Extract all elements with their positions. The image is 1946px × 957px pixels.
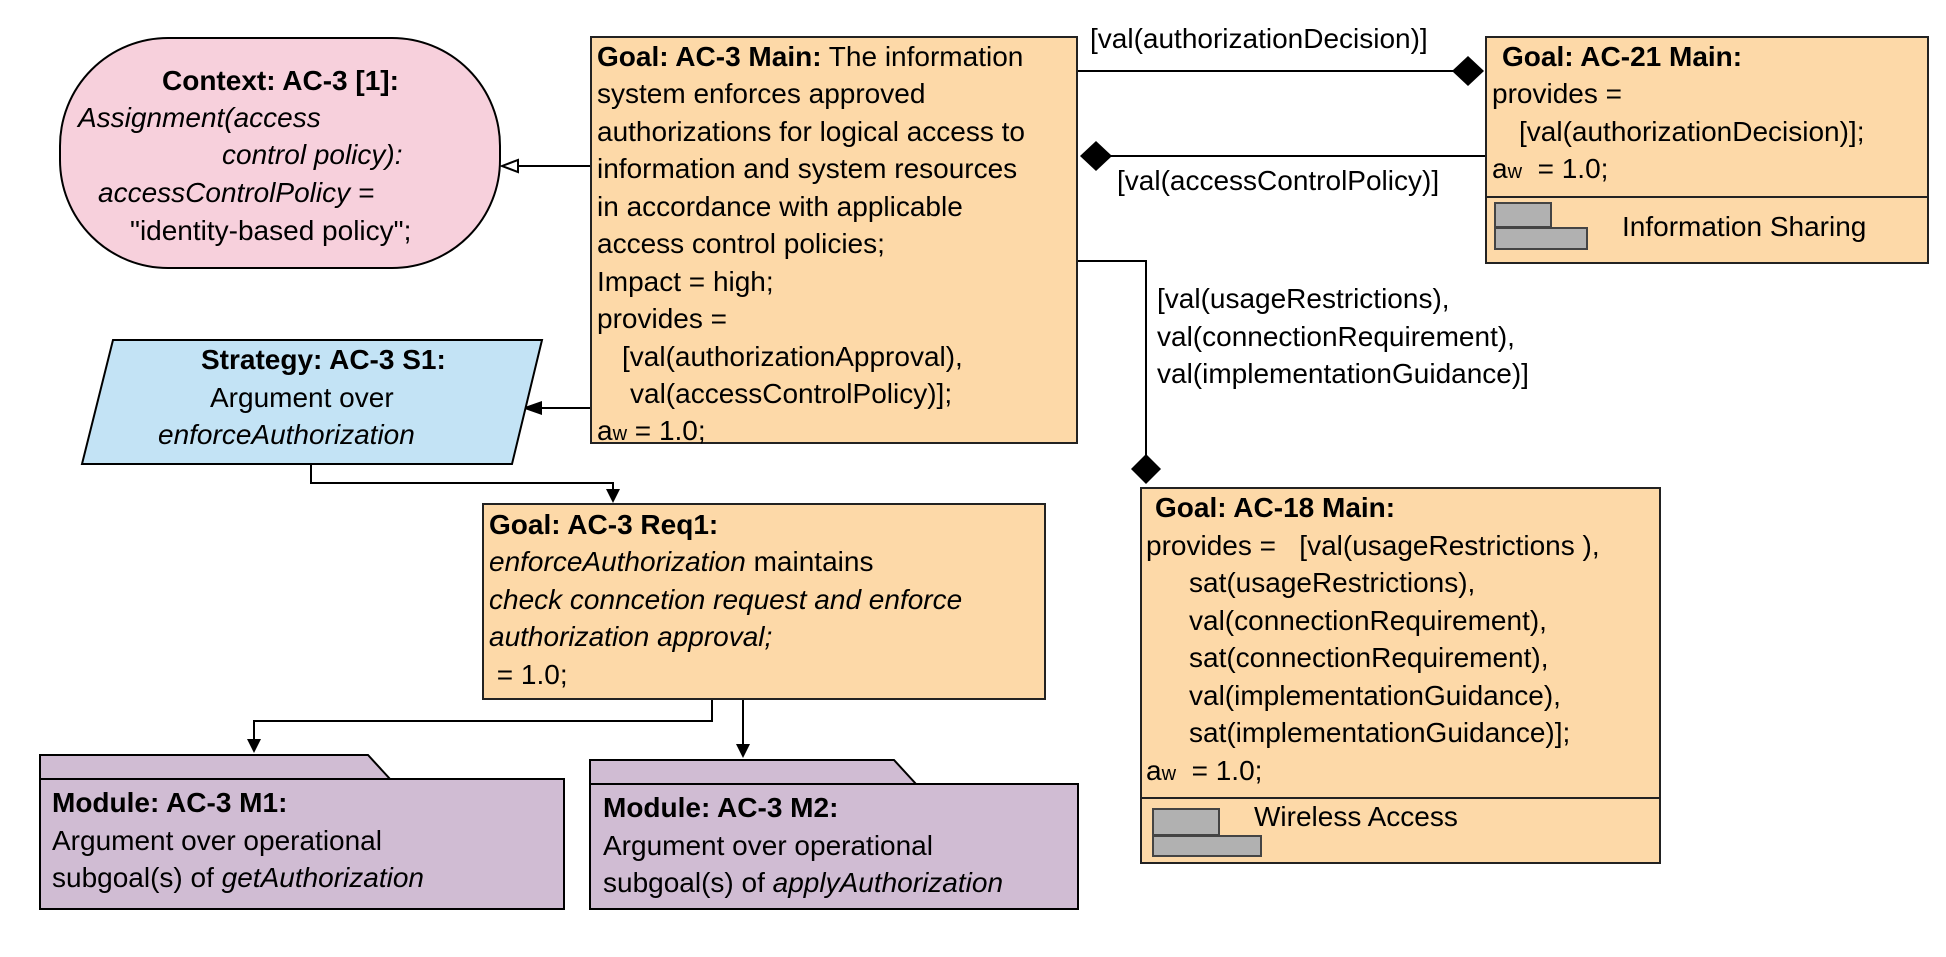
goal-ac18-module-label: Wireless Access (1254, 801, 1458, 832)
goal-ac3-main-line5: in accordance with applicable (597, 191, 963, 222)
goal-ac3-req1-box (482, 503, 1046, 700)
module-icon-body (1494, 227, 1588, 250)
aw-symbol: a (1492, 153, 1508, 184)
goal-ac18-main-box (1140, 487, 1661, 864)
goal-ac3-req1-title: Goal: AC-3 Req1: (489, 509, 719, 540)
goal-ac3-req1-italic: enforceAuthorization (489, 546, 746, 577)
aw-subscript: w (612, 423, 628, 445)
goal-ac3-main-line2: system enforces approved (597, 78, 926, 109)
context-ac3-line2: control policy): (222, 139, 403, 170)
edge-label-access-control-policy: [val(accessControlPolicy)] (1117, 165, 1440, 196)
module-ac3-m1-line3-italic: getAuthorization (221, 862, 424, 893)
module-ac3-m2-line3-italic: applyAuthorization (772, 867, 1004, 898)
goal-ac3-main-line8: provides = (597, 303, 727, 334)
goal-ac18-main-line3: sat(usageRestrictions), (1189, 567, 1476, 598)
module-ac3-m1-shape (39, 754, 565, 910)
goal-ac3-req1-line5: = 1.0; (489, 659, 568, 690)
goal-ac3-main-line7: Impact = high; (597, 266, 774, 297)
goal-ac3-main-title-rest: The information (821, 41, 1024, 72)
module-icon-body (1152, 835, 1262, 857)
goal-ac3-req1-line2: enforceAuthorization maintains (489, 543, 873, 581)
goal-ac3-main-line4: information and system resources (597, 153, 1018, 184)
context-ac3-line4: "identity-based policy"; (130, 215, 412, 246)
aw-value: = 1.0; (1176, 755, 1263, 786)
goal-ac3-main-line9: [val(authorizationApproval), (622, 341, 963, 372)
module-ac3-m1-line3-plain: subgoal(s) of (52, 862, 222, 893)
goal-ac21-main-line3: [val(authorizationDecision)]; (1519, 116, 1865, 147)
goal-ac18-main-line6: val(implementationGuidance), (1189, 680, 1561, 711)
edge-label-usage-line2: val(connectionRequirement), (1157, 321, 1515, 352)
edge-req1-to-m2 (736, 700, 750, 758)
goal-ac21-main-title: Goal: AC-21 Main: (1502, 41, 1743, 72)
goal-ac18-main-weight: aw = 1.0; (1146, 752, 1262, 794)
goal-ac3-req1-line4: authorization approval; (489, 621, 773, 652)
module-ac3-m2-title: Module: AC-3 M2: (603, 792, 839, 823)
edge-label-authorization-decision: [val(authorizationDecision)] (1090, 23, 1428, 54)
goal-ac3-req1-rest: maintains (745, 546, 874, 577)
goal-ac21-divider (1485, 196, 1929, 198)
module-ac3-m1-line2: Argument over operational (52, 825, 382, 856)
goal-ac21-main-weight: aw = 1.0; (1492, 150, 1608, 192)
goal-ac3-main-line10: val(accessControlPolicy)]; (630, 378, 953, 409)
goal-ac18-divider (1140, 797, 1661, 799)
goal-ac18-main-title: Goal: AC-18 Main: (1155, 492, 1396, 523)
strategy-ac3-s1-title: Strategy: AC-3 S1: (201, 344, 446, 375)
module-ac3-m1-line3: subgoal(s) of getAuthorization (52, 859, 424, 897)
goal-ac3-req1-line3: check conncetion request and enforce (489, 584, 963, 615)
context-ac3-line1: Assignment(access (78, 102, 321, 133)
goal-ac21-module-label: Information Sharing (1622, 211, 1867, 242)
goal-ac18-main-line2: provides = [val(usageRestrictions ), (1146, 530, 1600, 561)
goal-ac21-main-line2: provides = (1492, 78, 1622, 109)
edge-main-to-ac18 (1078, 260, 1161, 484)
goal-ac3-main-title: Goal: AC-3 Main: (597, 41, 822, 72)
aw-value: = 1.0; (1522, 153, 1609, 184)
module-ac3-m2-line3: subgoal(s) of applyAuthorization (603, 864, 1003, 902)
edge-label-usage-line3: val(implementationGuidance)] (1157, 358, 1529, 389)
aw-symbol: a (597, 415, 613, 446)
aw-symbol: a (1146, 755, 1162, 786)
strategy-ac3-s1-shape (80, 339, 544, 465)
edge-main-to-context (499, 158, 590, 174)
strategy-ac3-s1-line2: Argument over (210, 382, 394, 413)
module-icon-tab (1494, 202, 1552, 228)
goal-ac3-main-weight: aw = 1.0; (597, 412, 706, 454)
module-ac3-m2-shape (589, 759, 1079, 910)
edge-main-to-ac21 (1078, 56, 1484, 86)
module-ac3-m2-line2: Argument over operational (603, 830, 933, 861)
goal-ac18-main-line4: val(connectionRequirement), (1189, 605, 1547, 636)
context-ac3-shape (59, 37, 501, 269)
module-ac3-m2-line3-plain: subgoal(s) of (603, 867, 773, 898)
goal-ac3-main-line3: authorizations for logical access to (597, 116, 1025, 147)
edge-ac21-to-main (1080, 141, 1485, 171)
edge-label-usage-line1: [val(usageRestrictions), (1157, 283, 1450, 314)
goal-ac18-main-line5: sat(connectionRequirement), (1189, 642, 1549, 673)
module-icon-tab (1152, 808, 1220, 836)
goal-ac3-main-line6: access control policies; (597, 228, 885, 259)
context-ac3-title: Context: AC-3 [1]: (162, 65, 399, 96)
context-ac3-line3: accessControlPolicy = (98, 177, 375, 208)
module-ac3-m1-title: Module: AC-3 M1: (52, 787, 288, 818)
edge-strategy-to-req1 (310, 464, 620, 503)
aw-value: = 1.0; (627, 415, 706, 446)
goal-ac18-main-line7: sat(implementationGuidance)]; (1189, 717, 1571, 748)
edge-req1-to-m1 (247, 700, 713, 753)
goal-ac3-main-box (590, 36, 1078, 444)
aw-subscript: w (1507, 161, 1523, 183)
strategy-ac3-s1-line3: enforceAuthorization (158, 419, 415, 450)
goal-ac3-main-line1: Goal: AC-3 Main: The information (597, 38, 1023, 76)
aw-subscript: w (1161, 763, 1177, 785)
goal-ac21-main-box (1485, 36, 1929, 264)
edge-main-to-strategy (522, 401, 590, 415)
